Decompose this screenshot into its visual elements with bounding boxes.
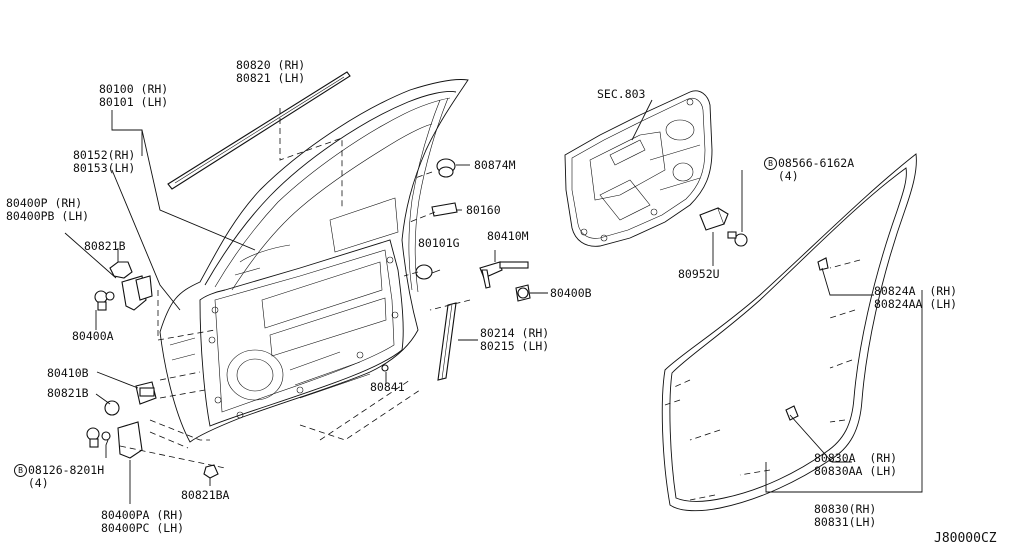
label-80824a: 80824A (RH) 80824AA (LH) <box>874 284 958 311</box>
label-80952u: 80952U <box>678 267 720 281</box>
outer-weatherstrip <box>167 71 351 190</box>
label-80100: 80100 (RH) 80101 (LH) <box>99 82 169 109</box>
bracket-u-part <box>699 207 748 247</box>
sealing-screen-part <box>431 202 458 217</box>
screw-circle-icon: B <box>764 157 777 170</box>
label-80400a: 80400A <box>72 329 114 343</box>
label-80400p: 80400P (RH) 80400PB (LH) <box>6 196 90 223</box>
label-80874m: 80874M <box>474 158 516 172</box>
sash-part <box>437 302 457 381</box>
label-80820: 80820 (RH) 80821 (LH) <box>236 58 306 85</box>
check-bolt-part <box>515 284 531 302</box>
label-80841: 80841 <box>370 380 405 394</box>
label-80830: 80830(RH) 80831(LH) <box>814 502 877 529</box>
grommet-part <box>436 158 456 178</box>
diagram-code: J80000CZ <box>934 531 997 546</box>
clip-g-part <box>415 264 433 280</box>
check-link-part <box>479 261 529 289</box>
bracket-pin-part <box>381 364 389 372</box>
label-80830a: 80830A (RH) 80830AA (LH) <box>814 451 898 478</box>
label-80400pa: 80400PA (RH) 80400PC (LH) <box>101 508 185 535</box>
label-80821b-upper: 80821B <box>84 239 126 253</box>
label-80410b: 80410B <box>47 366 89 380</box>
label-80821ba: 80821BA <box>181 488 230 502</box>
lower-hinge-group <box>86 381 219 479</box>
label-80410m: 80410M <box>487 229 529 243</box>
regulator-panel <box>564 90 713 247</box>
label-80152: 80152(RH) 80153(LH) <box>73 148 136 175</box>
bolt-circle-icon: B <box>14 464 27 477</box>
label-sec803: SEC.803 <box>597 87 646 101</box>
label-80400b: 80400B <box>550 286 592 300</box>
leader-lines <box>64 99 923 504</box>
body-weatherstrip <box>661 153 917 512</box>
label-80160: 80160 <box>466 203 501 217</box>
door-shell <box>159 79 469 443</box>
label-80214: 80214 (RH) 80215 (LH) <box>480 326 550 353</box>
label-80101g: 80101G <box>418 236 460 250</box>
label-80821b-lower: 80821B <box>47 386 89 400</box>
upper-hinge-group <box>94 261 153 311</box>
